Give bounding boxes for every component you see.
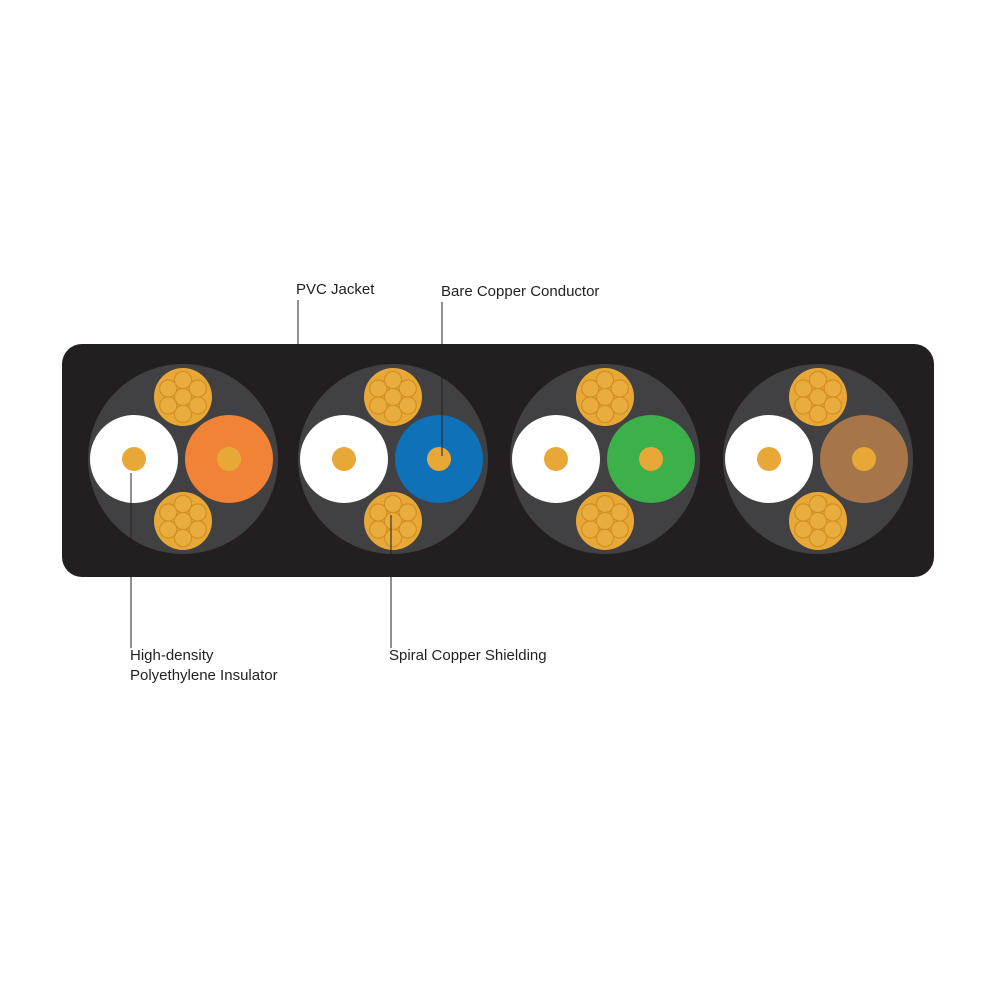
copper-strand: [173, 494, 193, 514]
shield-bundle-top-1: [364, 368, 422, 426]
bare-copper-conductor: [852, 447, 876, 471]
copper-strand: [383, 528, 403, 548]
insulator-text-line1: High-density: [130, 647, 214, 664]
pair-bundle-background: [298, 364, 488, 554]
shield-bundle-bottom-3: [789, 492, 847, 550]
shield-bundle-bottom-0: [154, 492, 212, 550]
shield-bundle-top-2: [576, 368, 634, 426]
copper-strand: [610, 503, 629, 522]
twisted-pair-orange: [88, 364, 278, 554]
copper-strand: [159, 503, 178, 522]
copper-strand: [794, 520, 813, 539]
copper-strand: [159, 396, 178, 415]
insulator-text-line2: Polyethylene Insulator: [130, 667, 278, 684]
copper-strand: [383, 404, 403, 424]
copper-strand: [383, 370, 403, 390]
copper-strand: [159, 379, 178, 398]
copper-strand: [188, 503, 207, 522]
copper-strand: [808, 494, 828, 514]
copper-strand: [369, 379, 388, 398]
copper-strand: [369, 396, 388, 415]
bare-copper-conductor-text: Bare Copper Conductor: [441, 283, 600, 300]
twisted-pair-blue: [298, 364, 488, 554]
copper-strand: [173, 370, 193, 390]
spiral-shielding-label: Spiral Copper Shielding: [389, 646, 547, 666]
shield-bundle-bottom-2: [576, 492, 634, 550]
pvc-jacket-text: PVC Jacket: [296, 281, 375, 298]
copper-strand: [595, 370, 615, 390]
copper-strand: [595, 528, 615, 548]
bare-copper-conductor: [217, 447, 241, 471]
bare-copper-conductor: [122, 447, 146, 471]
bare-copper-conductor: [639, 447, 663, 471]
copper-strand: [823, 379, 842, 398]
copper-strand: [159, 520, 178, 539]
pvc-jacket: [62, 344, 934, 577]
bare-copper-conductor-label: Bare Copper Conductor: [441, 282, 599, 302]
copper-strand: [581, 520, 600, 539]
twisted-pair-brown: [723, 364, 913, 554]
copper-strand: [398, 379, 417, 398]
copper-strand: [173, 528, 193, 548]
copper-strand: [581, 396, 600, 415]
copper-strand: [581, 503, 600, 522]
pair-bundle-background: [88, 364, 278, 554]
copper-strand: [794, 396, 813, 415]
copper-strand: [398, 503, 417, 522]
copper-strand: [808, 370, 828, 390]
bare-copper-conductor: [544, 447, 568, 471]
copper-strand: [794, 503, 813, 522]
pvc-jacket-label: PVC Jacket: [296, 280, 374, 300]
copper-strand: [808, 404, 828, 424]
spiral-shielding-text: Spiral Copper Shielding: [389, 647, 547, 664]
shield-bundle-bottom-1: [364, 492, 422, 550]
pair-bundle-background: [723, 364, 913, 554]
copper-strand: [610, 379, 629, 398]
copper-strand: [794, 379, 813, 398]
copper-strand: [595, 494, 615, 514]
bare-copper-conductor: [757, 447, 781, 471]
copper-strand: [595, 404, 615, 424]
twisted-pair-green: [510, 364, 700, 554]
copper-strand: [369, 520, 388, 539]
insulator-label: High-density Polyethylene Insulator: [130, 646, 278, 686]
copper-strand: [383, 494, 403, 514]
shield-bundle-top-3: [789, 368, 847, 426]
copper-strand: [173, 404, 193, 424]
copper-strand: [808, 528, 828, 548]
copper-strand: [581, 379, 600, 398]
copper-strand: [823, 503, 842, 522]
pair-bundle-background: [510, 364, 700, 554]
bare-copper-conductor: [332, 447, 356, 471]
copper-strand: [188, 379, 207, 398]
copper-strand: [369, 503, 388, 522]
bare-copper-conductor: [427, 447, 451, 471]
shield-bundle-top-0: [154, 368, 212, 426]
